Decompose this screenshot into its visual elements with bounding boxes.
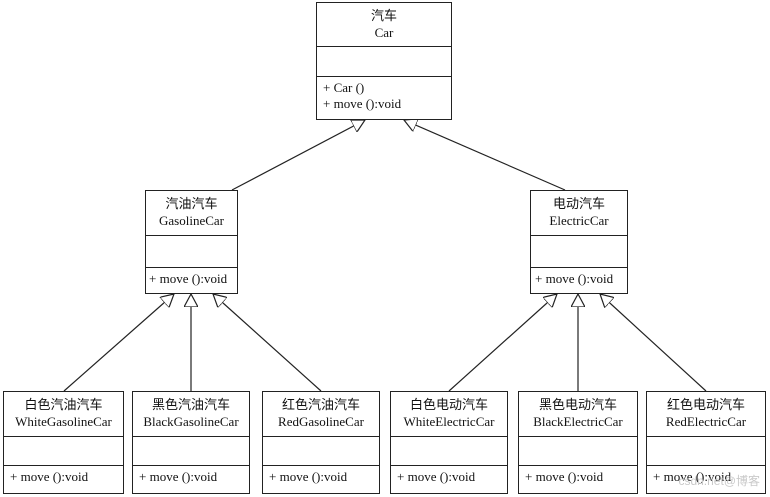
class-white-electric-car-cn: 白色电动汽车	[409, 397, 488, 412]
class-red-gasoline-car-en: RedGasolineCar	[278, 414, 364, 429]
class-car-en: Car	[374, 25, 394, 40]
class-white-gasoline-car-name: 白色汽油汽车 WhiteGasolineCar	[4, 392, 123, 437]
class-electric-car-name: 电动汽车 ElectricCar	[531, 191, 627, 236]
class-white-gasoline-car-attributes	[4, 437, 123, 466]
class-red-electric-car-cn: 红色电动汽车	[666, 397, 745, 412]
watermark: csdn.net@博客	[678, 474, 760, 488]
class-black-electric-car: 黑色电动汽车 BlackElectricCar + move ():void	[518, 391, 638, 494]
arrow-white-electric-to-electric	[448, 294, 557, 392]
class-electric-car-operations: + move ():void	[531, 268, 627, 287]
class-white-gasoline-car-cn: 白色汽油汽车	[24, 397, 103, 412]
class-electric-car-cn: 电动汽车	[552, 196, 605, 211]
class-red-electric-car-op-move: + move ():void	[653, 469, 732, 484]
class-red-electric-car-en: RedElectricCar	[665, 414, 747, 429]
class-white-gasoline-car-op-move: + move ():void	[10, 469, 89, 484]
class-gasoline-car-op-move: + move ():void	[149, 271, 228, 286]
class-white-gasoline-car-operations: + move ():void	[4, 466, 123, 485]
class-gasoline-car-cn: 汽油汽车	[165, 196, 218, 211]
class-black-gasoline-car-cn: 黑色汽油汽车	[151, 397, 230, 412]
class-electric-car-op-move: + move ():void	[535, 271, 614, 286]
class-white-gasoline-car: 白色汽油汽车 WhiteGasolineCar + move ():void	[3, 391, 124, 494]
class-black-gasoline-car-en: BlackGasolineCar	[143, 414, 239, 429]
class-white-electric-car-en: WhiteElectricCar	[403, 414, 495, 429]
class-red-gasoline-car: 红色汽油汽车 RedGasolineCar + move ():void	[262, 391, 380, 494]
arrow-gasoline-to-car	[231, 120, 365, 191]
class-red-gasoline-car-operations: + move ():void	[263, 466, 379, 485]
class-car-op-move: + move ():void	[323, 96, 402, 111]
class-electric-car-en: ElectricCar	[549, 213, 609, 228]
class-red-electric-car: 红色电动汽车 RedElectricCar + move ():void	[646, 391, 766, 494]
arrow-electric-to-car	[404, 120, 566, 191]
class-gasoline-car: 汽油汽车 GasolineCar + move ():void	[145, 190, 238, 294]
class-red-electric-car-attributes	[647, 437, 765, 466]
class-red-electric-car-operations: + move ():void	[647, 466, 765, 485]
class-car-attributes	[317, 47, 451, 77]
class-black-gasoline-car-op-move: + move ():void	[139, 469, 218, 484]
class-white-gasoline-car-en: WhiteGasolineCar	[15, 414, 112, 429]
class-car: 汽车 Car + Car () + move ():void	[316, 2, 452, 120]
class-car-cn: 汽车	[370, 8, 397, 23]
class-gasoline-car-attributes	[146, 236, 237, 268]
class-red-gasoline-car-name: 红色汽油汽车 RedGasolineCar	[263, 392, 379, 437]
class-black-electric-car-operations: + move ():void	[519, 466, 637, 485]
class-black-gasoline-car-name: 黑色汽油汽车 BlackGasolineCar	[133, 392, 249, 437]
class-white-electric-car-name: 白色电动汽车 WhiteElectricCar	[391, 392, 507, 437]
class-black-electric-car-en: BlackElectricCar	[533, 414, 623, 429]
class-gasoline-car-name: 汽油汽车 GasolineCar	[146, 191, 237, 236]
class-electric-car: 电动汽车 ElectricCar + move ():void	[530, 190, 628, 294]
class-black-gasoline-car-attributes	[133, 437, 249, 466]
class-car-operations: + Car () + move ():void	[317, 77, 451, 112]
class-white-electric-car-operations: + move ():void	[391, 466, 507, 485]
class-red-gasoline-car-cn: 红色汽油汽车	[281, 397, 360, 412]
arrow-white-gasoline-to-gasoline	[63, 294, 174, 392]
class-gasoline-car-operations: + move ():void	[146, 268, 237, 287]
class-black-electric-car-cn: 黑色电动汽车	[538, 397, 617, 412]
class-white-electric-car-attributes	[391, 437, 507, 466]
class-red-gasoline-car-op-move: + move ():void	[269, 469, 348, 484]
class-black-gasoline-car-operations: + move ():void	[133, 466, 249, 485]
class-electric-car-attributes	[531, 236, 627, 268]
class-white-electric-car-op-move: + move ():void	[397, 469, 476, 484]
class-black-electric-car-name: 黑色电动汽车 BlackElectricCar	[519, 392, 637, 437]
class-black-electric-car-attributes	[519, 437, 637, 466]
class-red-electric-car-name: 红色电动汽车 RedElectricCar	[647, 392, 765, 437]
class-car-name: 汽车 Car	[317, 3, 451, 47]
class-car-op-constructor: + Car ()	[323, 80, 365, 95]
arrow-red-gasoline-to-gasoline	[213, 294, 322, 392]
class-black-electric-car-op-move: + move ():void	[525, 469, 604, 484]
class-red-gasoline-car-attributes	[263, 437, 379, 466]
class-gasoline-car-en: GasolineCar	[159, 213, 224, 228]
class-black-gasoline-car: 黑色汽油汽车 BlackGasolineCar + move ():void	[132, 391, 250, 494]
arrow-red-electric-to-electric	[600, 294, 707, 392]
class-white-electric-car: 白色电动汽车 WhiteElectricCar + move ():void	[390, 391, 508, 494]
